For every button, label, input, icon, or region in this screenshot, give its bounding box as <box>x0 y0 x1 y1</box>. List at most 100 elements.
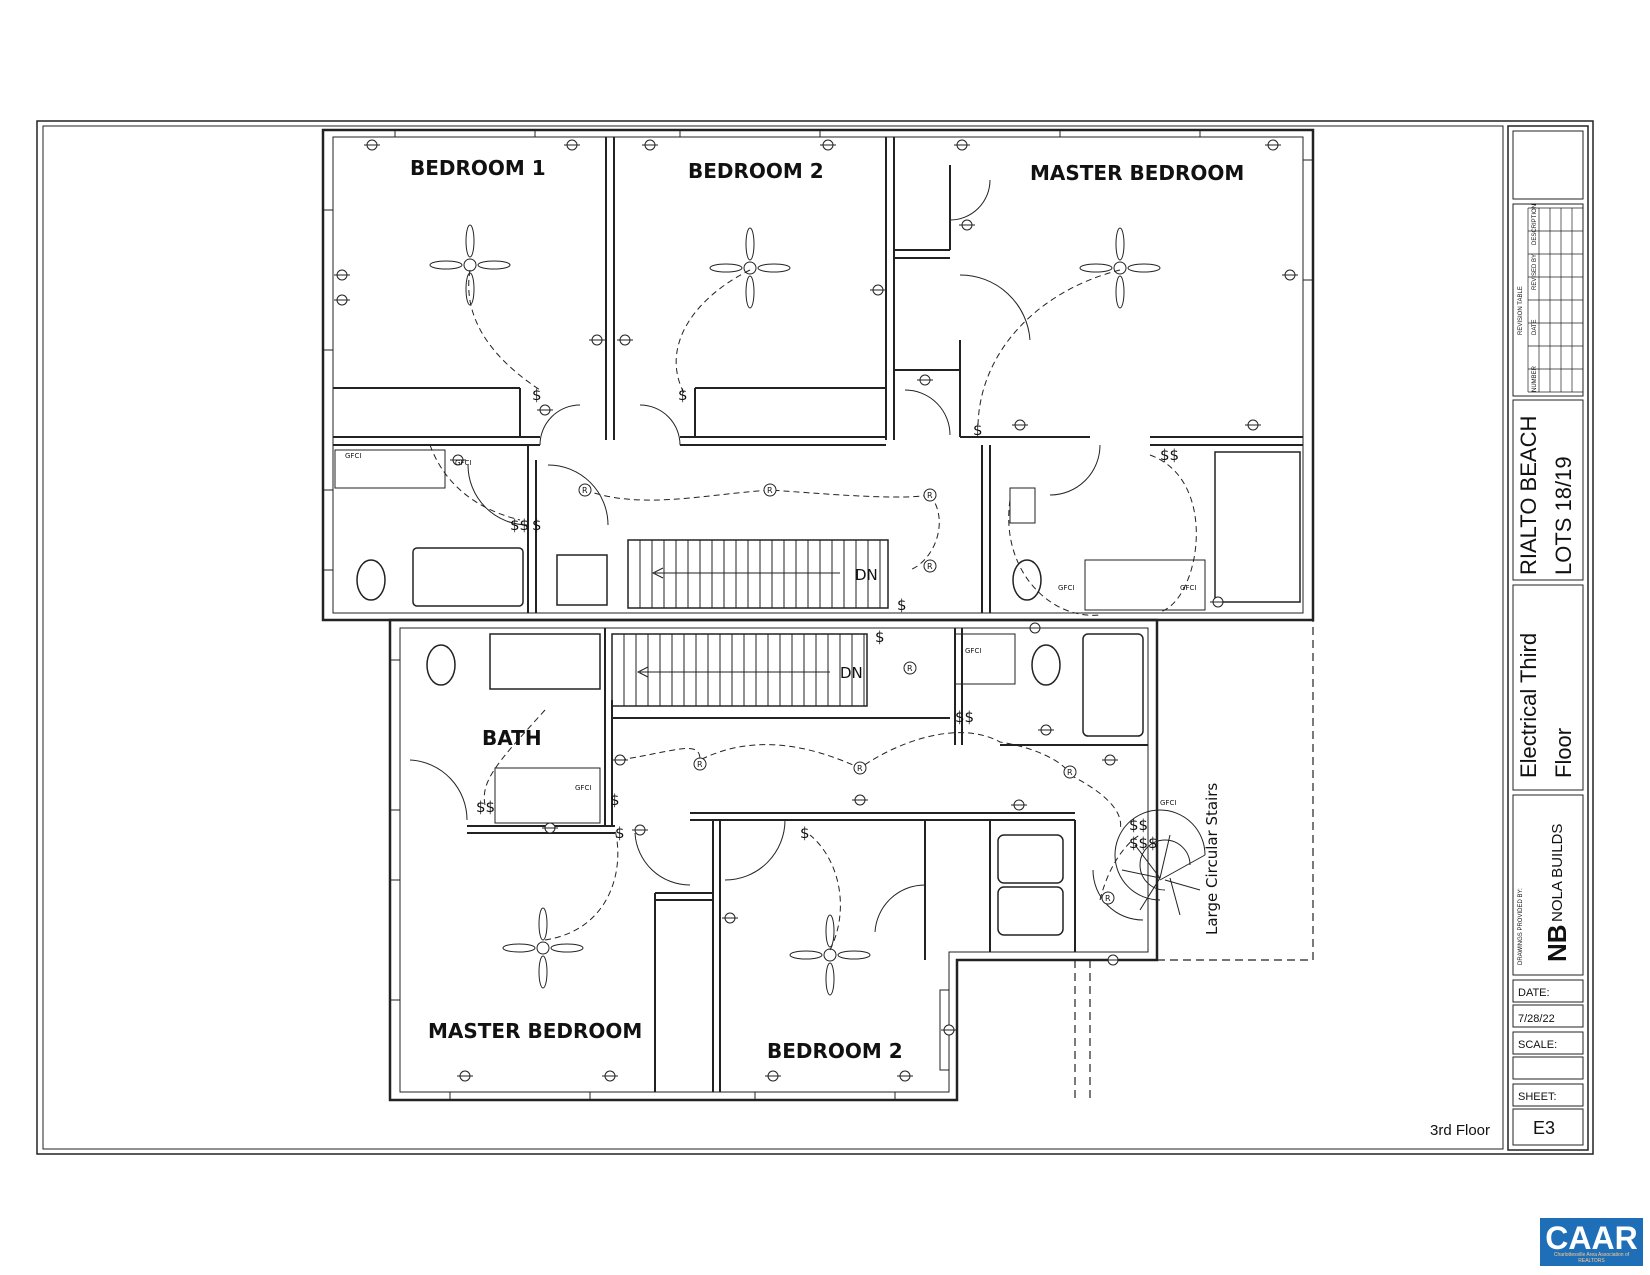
switch-symbol-double: $$ <box>1129 816 1148 834</box>
outlet-icon <box>1210 596 1226 608</box>
outlet-icon <box>589 334 605 346</box>
switch-symbol: $ <box>875 628 885 646</box>
caar-badge-tagline: Charlottesville Area Association of REAL… <box>1553 1252 1630 1264</box>
gfci-label: GFCI <box>345 452 361 460</box>
upper-plan <box>321 128 1315 622</box>
project-name-line2: LOTS 18/19 <box>1551 456 1576 575</box>
svg-text:R: R <box>927 491 933 500</box>
svg-text:R: R <box>1067 768 1073 777</box>
switch-symbol-double: $$ <box>1160 446 1179 464</box>
revision-column-header: DESCRIPTION <box>1532 204 1538 245</box>
outlet-icon <box>954 139 970 151</box>
outlet-icon <box>457 1070 473 1082</box>
room-label-bedroom2-lower: BEDROOM 2 <box>767 1039 903 1063</box>
ceiling-fan-icon <box>1079 227 1161 309</box>
switch-symbol: $ <box>532 386 542 404</box>
switch-symbol: $ <box>678 386 688 404</box>
switch-symbol-triple: $$$ <box>1129 834 1158 852</box>
switch-symbol-double: $$ <box>476 798 495 816</box>
outlet-icon <box>334 269 350 281</box>
switch-symbol: $ <box>615 824 625 842</box>
company-logo: NB <box>1542 924 1572 962</box>
room-label-bath-lower: BATH <box>482 726 542 750</box>
switch-symbol: $ <box>800 824 810 842</box>
outlet-icon <box>642 139 658 151</box>
outlet-icon <box>897 1070 913 1082</box>
ceiling-fan-icon <box>709 227 791 309</box>
outlet-icon <box>722 912 738 924</box>
date-value: 7/28/22 <box>1518 1013 1555 1025</box>
outlet-icon <box>959 219 975 231</box>
outlet-icon <box>450 454 466 466</box>
gfci-labels: GFCI GFCI GFCI GFCI GFCI GFCI GFCI <box>345 452 1196 807</box>
revision-column-header: REVISED BY <box>1532 254 1538 290</box>
revision-table-label: REVISION TABLE <box>1518 286 1524 335</box>
switch-symbol-double: $$ <box>955 708 974 726</box>
switch-symbol-double: $$ <box>510 516 529 534</box>
switch-symbol: $ <box>532 516 542 534</box>
recessed-light-icon: R <box>923 559 937 573</box>
gfci-label: GFCI <box>1160 799 1176 807</box>
room-label-bedroom1-upper: BEDROOM 1 <box>410 156 546 180</box>
ceiling-fan-icon <box>789 914 871 996</box>
upper-stair-treads <box>639 540 881 608</box>
outlet-icon <box>1011 799 1027 811</box>
svg-text:R: R <box>582 486 588 495</box>
recessed-light-icon: R <box>923 488 937 502</box>
outlet-icon <box>542 822 558 834</box>
outlet-icon <box>334 294 350 306</box>
outlet-icon <box>1102 754 1118 766</box>
stair-arrow-lower <box>636 666 830 678</box>
room-label-master-lower: MASTER BEDROOM <box>428 1019 642 1043</box>
sheet-border-inner <box>42 125 1504 1150</box>
outlet-icon <box>1245 419 1261 431</box>
recessed-light-icon: R <box>1063 765 1077 779</box>
revision-column-header: DATE <box>1532 319 1538 335</box>
outlet-icon <box>941 1024 957 1036</box>
ceiling-fans <box>429 224 1161 996</box>
ceiling-fan-icon <box>502 907 584 989</box>
ceiling-fan-icon <box>429 224 511 306</box>
circular-stairs-symbol <box>1114 809 1206 916</box>
recessed-light-icon: R <box>763 483 777 497</box>
gfci-label: GFCI <box>575 784 591 792</box>
gfci-label: GFCI <box>455 459 471 467</box>
sheet-title-line1: Electrical Third <box>1516 633 1541 778</box>
outlet-icon <box>617 334 633 346</box>
project-name-line1: RIALTO BEACH <box>1516 416 1541 575</box>
gfci-label: GFCI <box>965 647 981 655</box>
svg-text:R: R <box>1105 894 1111 903</box>
outlet-icon <box>612 754 628 766</box>
revision-column-header: NUMBER <box>1532 365 1538 392</box>
outlet-icon <box>1282 269 1298 281</box>
stair-dn-label-upper: DN <box>855 566 878 584</box>
date-label: DATE: <box>1518 987 1550 999</box>
outlet-icon <box>820 139 836 151</box>
sheet-title-line2: Floor <box>1551 728 1576 778</box>
svg-text:R: R <box>907 664 913 673</box>
outlet-icon <box>537 404 553 416</box>
revision-columns: NUMBER DATE REVISED BY DESCRIPTION <box>1532 204 1538 392</box>
outlet-icon <box>1265 139 1281 151</box>
room-label-master-upper: MASTER BEDROOM <box>1030 161 1244 185</box>
stair-arrow-upper <box>651 567 840 579</box>
floor-label: 3rd Floor <box>1430 1122 1490 1139</box>
gfci-label: GFCI <box>1058 584 1074 592</box>
outlet-icon <box>870 284 886 296</box>
lower-stair-treads <box>623 634 865 706</box>
gfci-label: GFCI <box>1180 584 1196 592</box>
stair-dn-label-lower: DN <box>840 664 863 682</box>
svg-text:R: R <box>767 486 773 495</box>
recessed-light-icon: R <box>903 661 917 675</box>
wall-outlets <box>334 139 1298 1082</box>
outlet-icon <box>1027 622 1043 634</box>
sheet-label: SHEET: <box>1518 1091 1557 1103</box>
outlet-icon <box>632 824 648 836</box>
room-label-bedroom2-upper: BEDROOM 2 <box>688 159 824 183</box>
recessed-light-icon: R <box>853 761 867 775</box>
outlet-icon <box>602 1070 618 1082</box>
svg-text:R: R <box>857 764 863 773</box>
sheet-number: E3 <box>1533 1118 1555 1138</box>
outlet-icon <box>1105 954 1121 966</box>
